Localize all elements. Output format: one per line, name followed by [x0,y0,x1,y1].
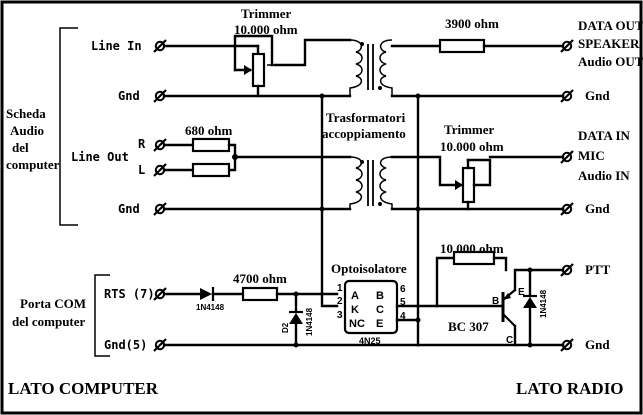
wire-transistor-emitter [513,268,565,292]
diode-1-label: 1N4148 [196,303,225,312]
opto-pin-e: E [376,318,383,330]
opto-part-label: 4N25 [359,336,381,346]
rts-label: RTS (7) [104,287,155,301]
resistor-3900-label: 3900 ohm [445,16,499,31]
trimmer-2-arrow [455,180,463,190]
wire-gnd-to-opto-pin2 [320,207,339,308]
com-port-label-2: del computer [12,314,86,329]
opto-pin-nc: NC [349,318,365,330]
sound-card-bracket [59,27,78,226]
resistor-3900 [438,38,486,54]
trimmer-2-value: 10.000 ohm [440,139,504,154]
wire-to-tx1 [273,38,352,67]
gnd-label-r3: Gnd [585,337,610,352]
sound-card-label-4: computer [6,157,60,172]
opto-pin-5: 5 [400,297,406,308]
audio-in-label: Audio IN [578,168,630,183]
sound-card-label-2: Audio [10,123,44,138]
wire-tx2-out [390,155,464,187]
resistor-10000 [452,250,496,266]
audio-out-label: Audio OUT [578,54,643,69]
sound-card-label-1: Scheda [6,106,46,121]
diode-2-ref: D2 [281,322,290,333]
junction-dot-gnd2 [415,93,421,99]
wire-trimmer1-loop [233,34,274,72]
data-out-label: DATA OUT [578,18,643,33]
opto-pin-b: B [376,290,384,302]
junction-dot-d2-top [293,291,299,297]
speaker-label: SPEAKER [578,36,640,51]
opto-pin-2: 2 [337,296,343,307]
gnd-label-1: Gnd [118,89,140,103]
line-out-label: Line Out [71,150,129,164]
opto-pin-3: 3 [337,310,343,321]
opto-pin-c: C [376,304,384,316]
transistor-c-label: C [506,335,513,346]
footer-left: LATO COMPUTER [8,379,159,398]
resistor-4700-label: 4700 ohm [233,271,287,286]
com-port-bracket [94,274,110,357]
resistor-680-r [191,137,231,153]
trimmer-1-value: 10.000 ohm [234,22,298,37]
diode-3-label: 1N4148 [539,289,548,318]
opto-pin-1: 1 [337,283,343,294]
wire-r10k-out [492,256,508,272]
transistor-b-label: B [492,296,499,307]
trimmer-1-title: Trimmer [241,6,292,21]
opto-pin-6: 6 [400,284,406,295]
transistor-e-label: E [518,287,525,298]
junction-dot-pin4 [415,317,421,323]
gnd-label-r2: Gnd [585,201,610,216]
line-in-label: Line In [91,39,142,53]
wire-trimmer2-loop [466,158,492,187]
trimmer-1-arrow [244,65,252,75]
resistor-680-label: 680 ohm [185,123,232,138]
transformer-1 [349,39,393,96]
transistor-bc307 [501,289,516,327]
transistor-label: BC 307 [448,319,489,334]
trimmer-2-title: Trimmer [444,122,495,137]
resistor-680-l [191,162,231,178]
gnd-label-2: Gnd [118,202,140,216]
diode-1 [200,287,215,301]
trimmer-1 [251,52,266,88]
mic-label: MIC [578,148,605,163]
sound-card-label-3: del [12,140,29,155]
transformer-label-2: accoppiamento [322,126,406,141]
transformer-label-1: Trasformatori [326,110,406,125]
junction-dot-d3-top [527,267,533,273]
opto-pin-a: A [351,290,359,302]
footer-right: LATO RADIO [516,379,624,398]
gnd-label-r1: Gnd [585,88,610,103]
r-label: R [138,137,146,151]
diode-2 [289,310,303,324]
trimmer-2 [461,166,476,204]
diode-3 [523,294,537,308]
opto-pin-4: 4 [400,311,406,322]
opto-pin-k: K [351,304,359,316]
data-in-label: DATA IN [578,128,630,143]
transformer-2 [349,156,393,209]
l-label: L [138,163,145,177]
diode-2-label: 1N4148 [305,307,314,336]
gnd5-label: Gnd(5) [104,338,147,352]
opto-title: Optoisolatore [331,261,407,276]
com-port-label-1: Porta COM [20,296,86,311]
resistor-4700 [241,286,279,302]
junction-dot-gnd1 [319,93,325,99]
ptt-label: PTT [585,262,611,277]
